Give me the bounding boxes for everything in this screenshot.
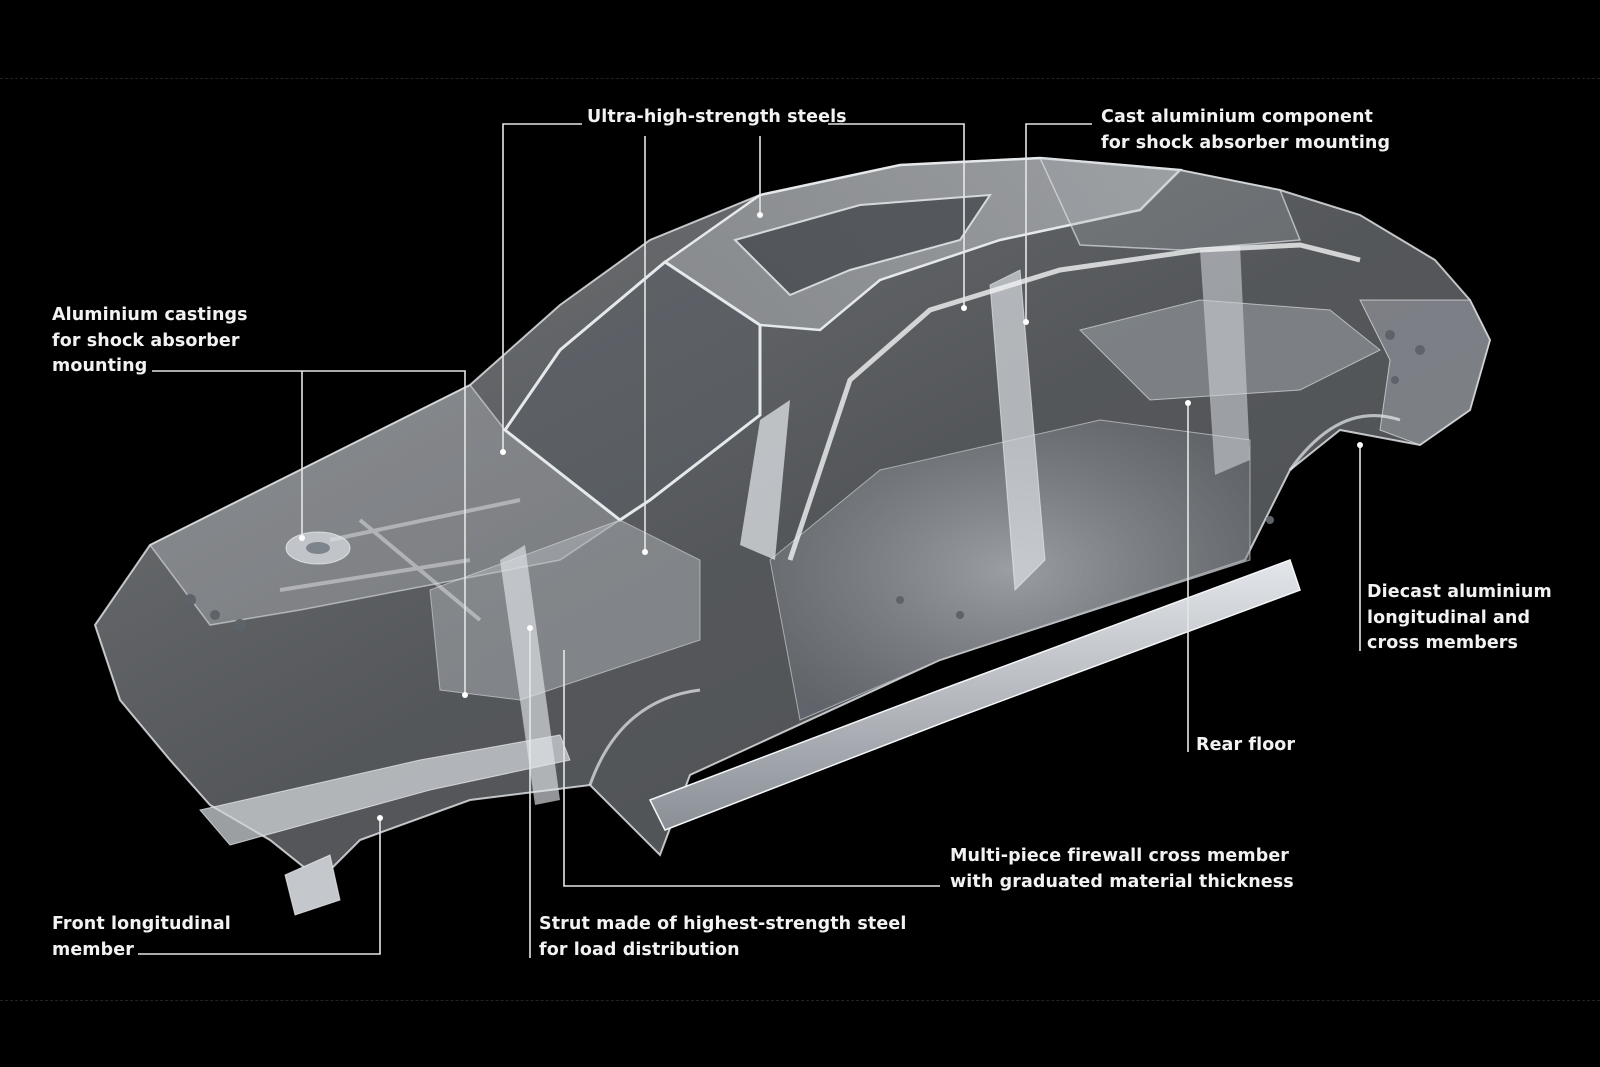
leader-firewall	[563, 650, 940, 887]
label-line: for shock absorber	[52, 330, 240, 351]
leader-lines	[138, 123, 1361, 958]
leader-endpoints	[299, 212, 1363, 821]
label-line: Aluminium castings	[52, 305, 248, 325]
label-firewall-cross-member: Multi-piece firewall cross member with g…	[950, 844, 1294, 895]
label-line: member	[52, 939, 134, 960]
label-rear-floor: Rear floor	[1196, 733, 1295, 759]
label-line: cross members	[1367, 633, 1519, 653]
bottom-divider	[0, 1000, 1600, 1001]
label-line: Diecast aluminium	[1367, 582, 1552, 602]
label-line: for shock absorber mounting	[1101, 132, 1391, 153]
label-aluminium-castings: Aluminium castings for shock absorber mo…	[52, 303, 248, 380]
leader-ultra-high-strength	[502, 123, 582, 452]
leader-front-longitudinal	[138, 818, 381, 955]
label-line: with graduated material thickness	[950, 871, 1294, 892]
label-ultra-high-strength-steels: Ultra-high-strength steels	[587, 105, 847, 131]
label-line: Rear floor	[1196, 735, 1296, 755]
leader-ultra-high-strength-4	[828, 123, 965, 308]
label-line: Strut made of highest-strength steel	[539, 914, 907, 934]
top-divider	[0, 78, 1600, 79]
label-front-longitudinal-member: Front longitudinal member	[52, 912, 231, 963]
label-line: Front longitudinal	[52, 914, 231, 934]
label-cast-aluminium-component: Cast aluminium component for shock absor…	[1101, 105, 1390, 156]
label-line: Cast aluminium component	[1101, 107, 1374, 127]
label-diecast-aluminium: Diecast aluminium longitudinal and cross…	[1367, 580, 1552, 657]
label-line: mounting	[52, 356, 148, 376]
label-line: Multi-piece firewall cross member	[950, 846, 1290, 866]
leader-aluminium-castings	[152, 370, 466, 695]
label-line: Ultra-high-strength steels	[587, 107, 847, 127]
leader-cast-aluminium	[1025, 123, 1092, 322]
label-line: longitudinal and	[1367, 607, 1531, 628]
car-silhouette	[93, 156, 1492, 916]
label-strut-highest-strength-steel: Strut made of highest-strength steel for…	[539, 912, 906, 963]
label-line: for load distribution	[539, 939, 740, 960]
